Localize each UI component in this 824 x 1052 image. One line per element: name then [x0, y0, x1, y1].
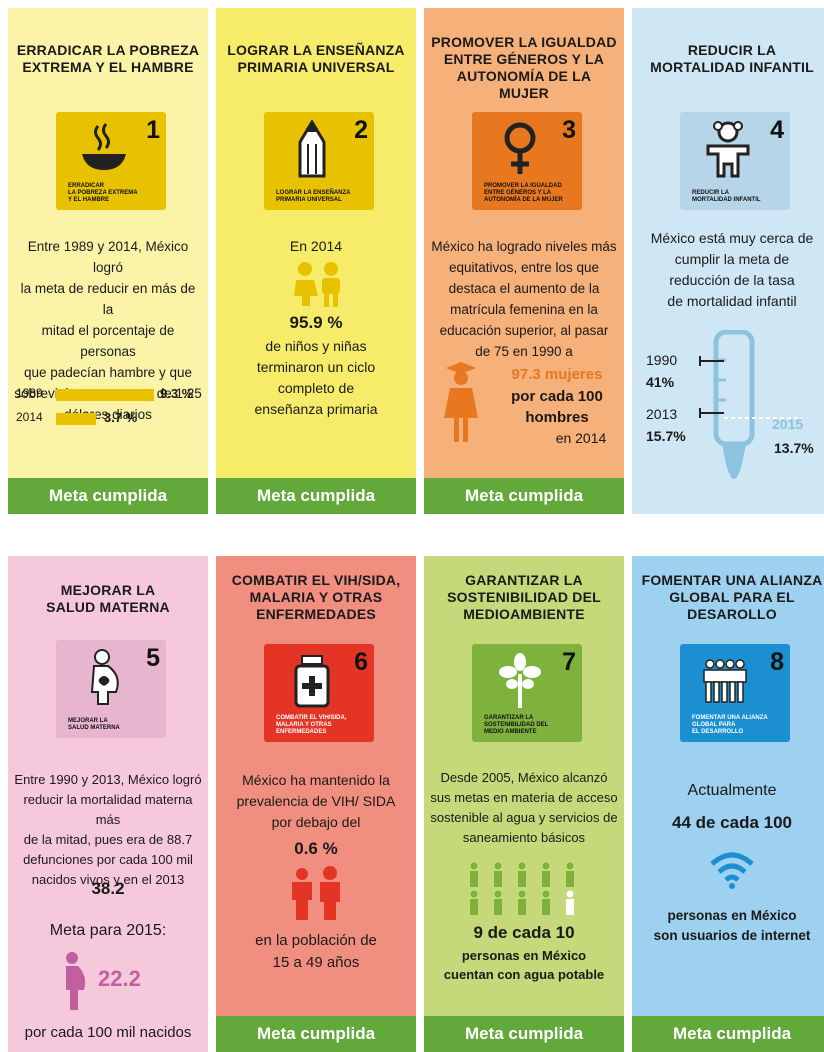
badge-caption: FOMENTAR UNA ALIANZA GLOBAL PARA EL DESA… [692, 715, 768, 735]
goal-badge: 1 ERRADICAR LA POBREZA EXTREMA Y EL HAMB… [56, 112, 166, 210]
card-title: REDUCIR LA MORTALIDAD INFANTIL [650, 42, 814, 75]
badge-caption: PROMOVER LA IGUALDAD ENTRE GÉNEROS Y LA … [484, 183, 563, 203]
status-footer: Meta cumplida [632, 1016, 824, 1052]
goal-badge: 5 MEJORAR LA SALUD MATERNA [56, 640, 166, 738]
people-grid-icon [470, 862, 574, 915]
medicine-bottle-icon [294, 655, 330, 708]
goal-badge: 8 FOMENTAR UNA ALIANZA GLOBAL PARA EL DE… [680, 644, 790, 742]
stat-description: en la población de 15 a 49 años [255, 932, 377, 971]
goal-card-1: ERRADICAR LA POBREZA EXTREMA Y EL HAMBRE… [8, 8, 208, 514]
card-title: MEJORAR LA SALUD MATERNA [46, 582, 170, 615]
badge-caption: LOGRAR LA ENSEÑANZA PRIMARIA UNIVERSAL [276, 190, 351, 203]
goal-number: 8 [770, 648, 784, 676]
bar-value: 9.3 % [160, 386, 194, 401]
value-2013: 15.7% [646, 428, 686, 444]
badge-caption: REDUCIR LA MORTALIDAD INFANTIL [692, 190, 761, 203]
people-group-icon [703, 659, 747, 703]
stat-value: 38.2 [91, 879, 125, 898]
goal-card-8: FOMENTAR UNA ALIANZA GLOBAL PARA EL DESA… [632, 556, 824, 1052]
card-description: México ha logrado niveles más equitativo… [431, 239, 617, 359]
pregnant-woman-icon [66, 952, 86, 1010]
pencil-icon [298, 120, 326, 178]
card-title: GARANTIZAR LA SOSTENIBILIDAD DEL MEDIOAM… [447, 572, 601, 622]
status-footer: Meta cumplida [216, 478, 416, 514]
goal-badge: 6 COMBATIR EL VIH/SIDA, MALARIA Y OTRAS … [264, 644, 374, 742]
card-title: LOGRAR LA ENSEÑANZA PRIMARIA UNIVERSAL [227, 42, 405, 75]
goal-number: 5 [146, 644, 160, 672]
stat-description: de niños y niñas terminaron un ciclo com… [254, 338, 378, 417]
intro-text: Actualmente [687, 782, 777, 799]
card-description: Desde 2005, México alcanzó sus metas en … [430, 770, 618, 845]
goal-badge: 3 PROMOVER LA IGUALDAD ENTRE GÉNEROS Y L… [472, 112, 582, 210]
badge-caption: ERRADICAR LA POBREZA EXTREMA Y EL HAMBRE [68, 183, 138, 203]
year-label: en 2014 [555, 430, 607, 446]
card-title: PROMOVER LA IGUALDAD ENTRE GÉNEROS Y LA … [431, 34, 617, 101]
bar-fill-2014 [56, 413, 96, 425]
bar-row-1989: 1989 9.3 % [16, 386, 206, 402]
bar-fill-1989 [56, 389, 154, 401]
stat-value: 9 de cada 10 [473, 923, 575, 942]
goal-card-3: PROMOVER LA IGUALDAD ENTRE GÉNEROS Y LA … [424, 8, 624, 514]
year-2013: 2013 [646, 406, 678, 422]
goal-label: Meta para 2015: [49, 922, 167, 939]
goal-number: 3 [562, 116, 576, 144]
goal-number: 4 [770, 116, 784, 144]
goal-card-7: GARANTIZAR LA SOSTENIBILIDAD DEL MEDIOAM… [424, 556, 624, 1052]
card-description: México ha mantenido la prevalencia de VI… [236, 772, 396, 830]
stat-value: 97.3 mujeres [511, 366, 603, 383]
stat-value: 95.9 % [289, 313, 343, 332]
value-2015: 13.7% [774, 440, 814, 456]
people-icon [292, 866, 340, 920]
stat-value: 0.6 % [294, 839, 338, 858]
bar-year: 2014 [16, 410, 43, 424]
goal-badge: 4 REDUCIR LA MORTALIDAD INFANTIL [680, 112, 790, 210]
goal-card-6: COMBATIR EL VIH/SIDA, MALARIA Y OTRAS EN… [216, 556, 416, 1052]
plant-icon [499, 653, 541, 708]
year-label: En 2014 [289, 238, 343, 254]
card-title: FOMENTAR UNA ALIANZA GLOBAL PARA EL DESA… [641, 572, 823, 622]
bowl-icon [82, 123, 126, 170]
goal-number: 2 [354, 116, 368, 144]
badge-caption: GARANTIZAR LA SOSTENIBILIDAD DEL MEDIO A… [484, 715, 549, 735]
badge-caption: MEJORAR LA SALUD MATERNA [68, 718, 120, 731]
baby-bottle-icon [713, 330, 755, 479]
wifi-icon [710, 852, 754, 889]
goal-badge: 7 GARANTIZAR LA SOSTENIBILIDAD DEL MEDIO… [472, 644, 582, 742]
year-2015: 2015 [772, 416, 804, 432]
goal-badge: 2 LOGRAR LA ENSEÑANZA PRIMARIA UNIVERSAL [264, 112, 374, 210]
card-title: COMBATIR EL VIH/SIDA, MALARIA Y OTRAS EN… [231, 572, 401, 622]
baby-icon [706, 121, 750, 178]
stat-description: por cada 100 hombres [511, 388, 603, 426]
goal-unit: por cada 100 mil nacidos [24, 1024, 192, 1041]
year-1990: 1990 [646, 352, 678, 368]
bar-year: 1989 [16, 386, 43, 400]
goal-number: 7 [562, 648, 576, 676]
stat-description: personas en México son usuarios de inter… [653, 908, 811, 943]
goal-number: 1 [146, 116, 160, 144]
pregnant-woman-icon [90, 649, 119, 705]
card-title: ERRADICAR LA POBREZA EXTREMA Y EL HAMBRE [16, 42, 200, 75]
children-icon [294, 262, 340, 307]
card-description: Entre 1990 y 2013, México logró reducir … [14, 772, 202, 887]
goal-value: 22.2 [98, 966, 141, 991]
bar-row-2014: 2014 3.7 % [16, 410, 206, 426]
goal-card-5: MEJORAR LA SALUD MATERNA 5 MEJORAR LA SA… [8, 556, 208, 1052]
goal-number: 6 [354, 648, 368, 676]
status-footer: Meta cumplida [424, 1016, 624, 1052]
female-symbol-icon [504, 122, 536, 174]
stat-description: personas en México cuentan con agua pota… [443, 948, 605, 982]
stat-value: 44 de cada 100 [671, 813, 793, 832]
goal-card-4: REDUCIR LA MORTALIDAD INFANTIL 4 REDUCIR… [632, 8, 824, 514]
status-footer: Meta cumplida [424, 478, 624, 514]
card-description: México está muy cerca de cumplir la meta… [650, 230, 814, 309]
graduate-woman-icon [444, 362, 478, 442]
goal-card-2: LOGRAR LA ENSEÑANZA PRIMARIA UNIVERSAL 2… [216, 8, 416, 514]
bar-value: 3.7 % [104, 410, 138, 425]
badge-caption: COMBATIR EL VIH/SIDA, MALARIA Y OTRAS EN… [276, 715, 347, 735]
level-markers [699, 356, 802, 419]
value-1990: 41% [646, 374, 675, 390]
status-footer: Meta cumplida [8, 478, 208, 514]
status-footer: Meta cumplida [216, 1016, 416, 1052]
